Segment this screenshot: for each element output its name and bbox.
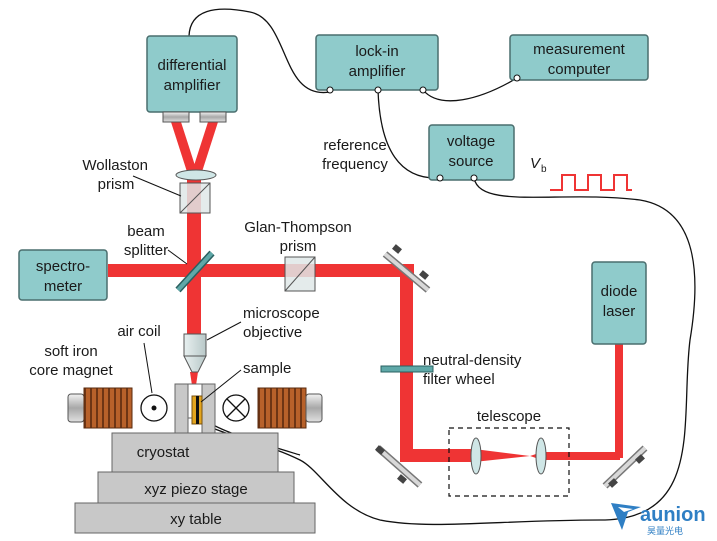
wollaston-prism-label-2: prism (98, 176, 135, 193)
beam-vertical-nd (400, 270, 413, 456)
differential-amplifier-label-1: differential (158, 57, 227, 74)
differential-amplifier-label-2: amplifier (164, 77, 221, 94)
telescope-lens-2 (535, 437, 547, 475)
beam-vertical-main (187, 176, 201, 334)
beam-splitter-label-2: splitter (124, 242, 168, 259)
diode-laser: diode laser (591, 261, 647, 345)
objective-leader (206, 321, 242, 341)
xyz-piezo-stage-label: xyz piezo stage (144, 481, 247, 498)
stage-stack: cryostat xyz piezo stage xy table (74, 383, 316, 534)
air-coil (140, 394, 250, 422)
beam-wollaston-right (190, 122, 218, 178)
soft-iron-core-magnet-right (257, 387, 323, 429)
spectrometer: spectro- meter (18, 249, 108, 301)
air-coil-into-page (222, 394, 250, 422)
reference-frequency-label-1: reference (323, 137, 386, 154)
nd-filter-label-2: filter wheel (423, 371, 495, 388)
glan-thompson-prism (284, 256, 316, 292)
soft-iron-core-magnet-left (67, 387, 133, 429)
wollaston-leader (132, 175, 182, 197)
beam-horizontal-bottom (400, 449, 475, 462)
vb-label: V (530, 155, 542, 172)
cable-lockin-reference (377, 89, 441, 179)
lockin-port-out (419, 86, 427, 94)
xyz-piezo-stage (97, 471, 295, 504)
cable-lockin-computer (422, 77, 518, 102)
lockin-amplifier: lock-in amplifier (315, 34, 439, 94)
lockin-port-in (326, 86, 334, 94)
measurement-computer: measurement computer (509, 34, 649, 82)
beam-focus-sample (190, 372, 198, 392)
nd-filter-label-1: neutral-density (423, 352, 522, 369)
voltage-source-label-1: voltage (447, 133, 495, 150)
magnet-label-1: soft iron (44, 343, 97, 360)
beam-wollaston-left (171, 122, 199, 178)
glan-thompson-label-2: prism (280, 238, 317, 255)
mirror-top-right (382, 244, 431, 293)
microscope-objective (183, 333, 207, 373)
microscope-objective-label-2: objective (243, 324, 302, 341)
cryostat (111, 432, 279, 473)
wollaston-prism-label-1: Wollaston (82, 157, 148, 174)
aunion-logo-text: aunion (640, 504, 706, 526)
labels: Wollaston prism beam splitter Glan-Thomp… (29, 137, 541, 425)
beam-telescope-focus (474, 449, 530, 462)
xy-table-label: xy table (170, 511, 222, 528)
beam-splitter-leader (167, 249, 188, 265)
laser-beams (108, 122, 623, 462)
microscope-objective-label-1: microscope (243, 305, 320, 322)
cryostat-label: cryostat (137, 444, 190, 461)
voltage-source: voltage source (428, 124, 515, 182)
beam-splitter-label-1: beam (127, 223, 165, 240)
voltage-port-ref (436, 174, 444, 182)
beam-telescope-out (545, 452, 620, 460)
voltage-source-label-2: source (448, 153, 493, 170)
bias-square-wave: V b (530, 155, 632, 191)
xy-table (74, 502, 316, 534)
spectrometer-label-1: spectro- (36, 258, 90, 275)
computer-label-2: computer (548, 61, 611, 78)
mirror-bottom-right (602, 445, 648, 489)
computer-port (513, 74, 521, 82)
telescope (448, 427, 570, 497)
cable-voltage-sample (204, 177, 696, 526)
aunion-logo: aunion 昊量光电 (611, 503, 706, 536)
sample-label: sample (243, 360, 291, 377)
computer-label-1: measurement (533, 41, 626, 58)
spectrometer-label-2: meter (44, 278, 82, 295)
glan-thompson-label-1: Glan-Thompson (244, 219, 352, 236)
photodiode-left (162, 111, 190, 123)
wollaston-lens (175, 169, 217, 181)
diode-laser-label-1: diode (601, 283, 638, 300)
mirror-bottom-left (375, 445, 423, 488)
sample (191, 395, 203, 425)
air-coil-leader (143, 342, 153, 394)
cable-diffamp-lockin (188, 8, 331, 94)
beam-splitter (175, 250, 215, 293)
telescope-label: telescope (477, 408, 541, 425)
reference-frequency-label-2: frequency (322, 156, 388, 173)
air-coil-label: air coil (117, 323, 160, 340)
lockin-port-ref (374, 86, 382, 94)
wollaston-prism (175, 169, 217, 214)
differential-amplifier: differential amplifier (146, 35, 238, 123)
magnet-label-2: core magnet (29, 362, 113, 379)
telescope-lens-1 (470, 437, 482, 475)
beam-horizontal-top (108, 264, 414, 277)
neutral-density-filter (380, 365, 434, 373)
sample-leader (200, 369, 242, 403)
lockin-label-2: amplifier (349, 63, 406, 80)
diode-laser-label-2: laser (603, 303, 636, 320)
aunion-logo-mark (611, 503, 641, 530)
photodiode-right (199, 111, 227, 123)
vb-subscript: b (541, 164, 547, 175)
aunion-logo-subtext: 昊量光电 (647, 525, 683, 536)
lockin-label-1: lock-in (355, 43, 398, 60)
beam-diode-down (615, 343, 623, 458)
voltage-port-out (470, 174, 478, 182)
